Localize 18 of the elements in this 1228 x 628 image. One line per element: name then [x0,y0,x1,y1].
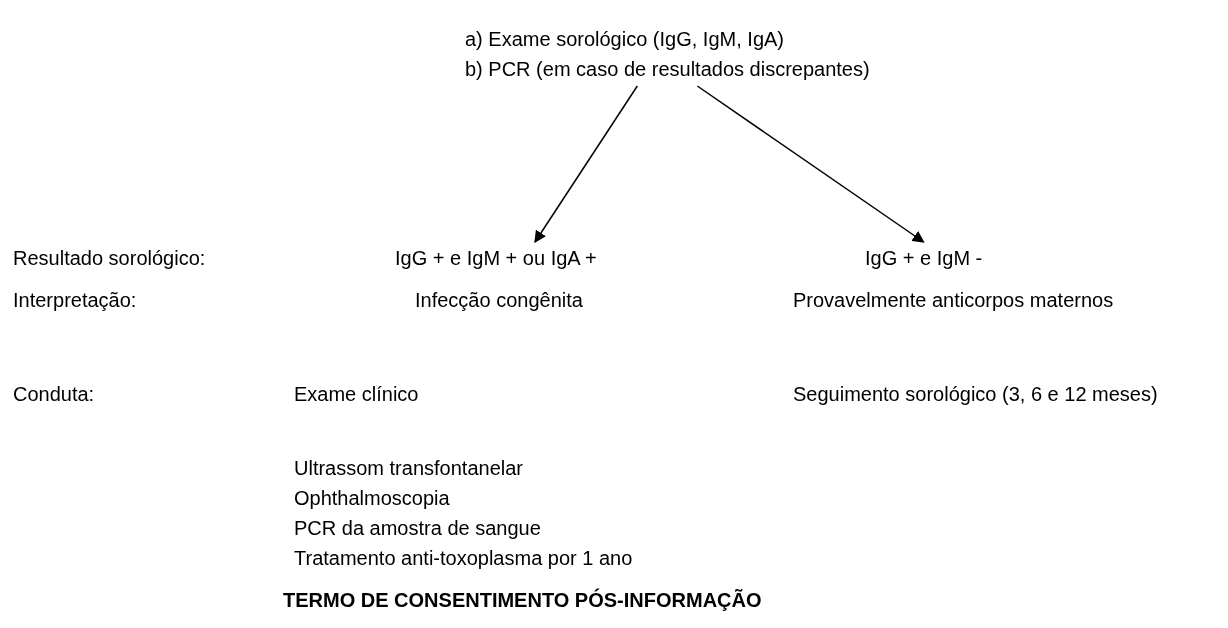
arrow [696,85,925,243]
text-label: Tratamento anti-toxoplasma por 1 ano [294,546,633,570]
result-text: IgG + e IgM + ou IgA + [395,246,597,270]
text-label: Interpretação: [13,288,137,312]
arrow [534,85,639,243]
text-label: Provavelmente anticorpos maternos [793,289,1114,311]
text-label: Ultrassom transfontanelar [294,456,523,480]
text-label: Seguimento sorológico (3, 6 e 12 meses) [793,382,1159,406]
list-item: a) Exame sorológico (IgG, IgM, IgA) [465,27,785,52]
text-label: Resultado sorológico: [13,246,206,270]
text-label: Ophthalmoscopia [294,486,450,510]
result-text: IgG + e IgM - [865,246,983,270]
list-item: b) PCR (em caso de resultados discrepantes) [465,57,870,82]
text-label: Conduta: [13,382,95,406]
heading: TERMO DE CONSENTIMENTO PÓS-INFORMAÇÃO [283,588,762,612]
text-label: Infecção congênita [415,288,583,312]
text-label: PCR da amostra de sangue [294,516,541,540]
text-label: Exame clínico [294,382,419,406]
